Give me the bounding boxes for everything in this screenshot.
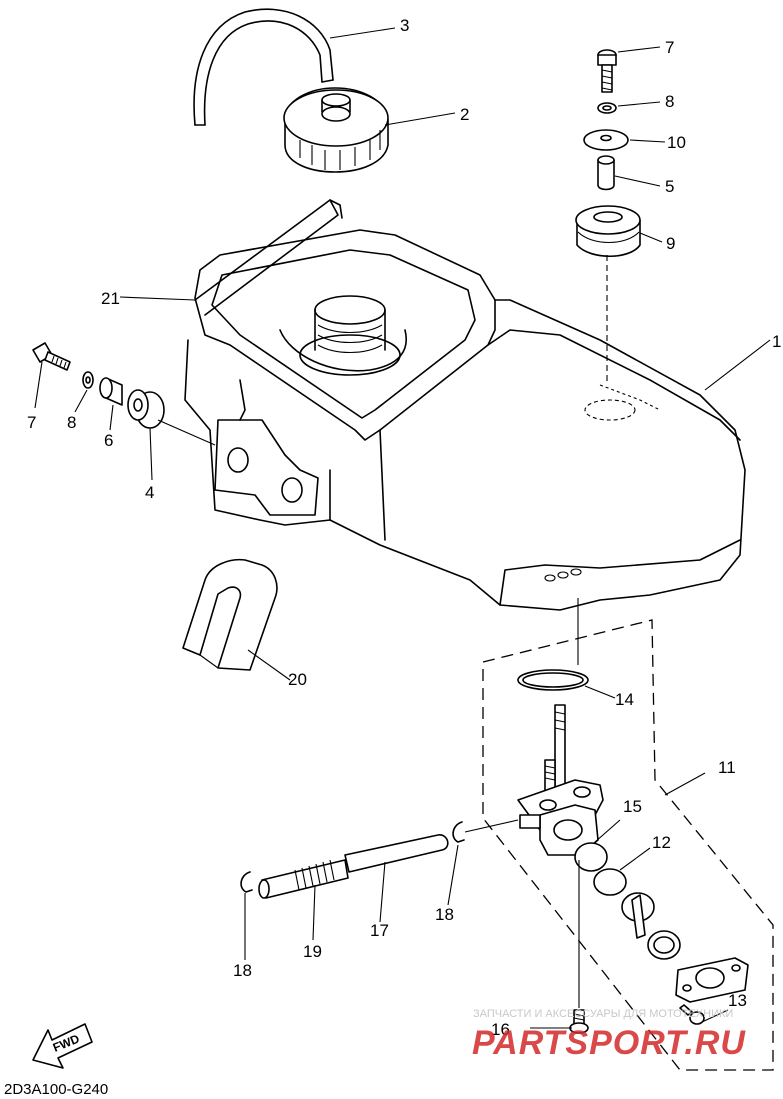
part-14-o-ring: [517, 669, 589, 691]
part-18-clip-right: [452, 821, 465, 843]
fuel-cock-lever: [621, 892, 655, 939]
part-17-fuel-hose: [344, 834, 449, 873]
callout-17: 17: [370, 921, 389, 940]
axis-hose: [464, 819, 519, 833]
callout-11: 11: [718, 758, 736, 777]
part-7-bolt-lower: [32, 342, 71, 371]
part-20-band: [182, 558, 278, 671]
callout-1: 1: [772, 332, 781, 351]
part-5-spacer-upper: [597, 155, 615, 191]
callout-14: 14: [615, 690, 634, 709]
watermark-brand: PARTSPORT.RU: [472, 1024, 746, 1062]
callout-9: 9: [666, 234, 675, 253]
callout-18-right: 18: [435, 905, 454, 924]
part-12-filter-disc: [593, 868, 627, 896]
part-3-breather-hose: [193, 8, 334, 126]
part-6-spacer-lower: [99, 377, 123, 406]
part-16-screw: [569, 1009, 589, 1034]
callout-13: 13: [728, 991, 747, 1010]
watermark: ЗАПЧАСТИ И АКСЕССУАРЫ ДЛЯ МОТОТЕХНИКИ PA…: [472, 1008, 746, 1062]
fuel-cock-plate: [675, 957, 749, 1003]
watermark-caption: ЗАПЧАСТИ И АКСЕССУАРЫ ДЛЯ МОТОТЕХНИКИ: [473, 1008, 733, 1020]
callout-16: 16: [491, 1020, 510, 1039]
callout-8-upper: 8: [665, 92, 674, 111]
leader-lines: [34, 27, 771, 1029]
fuel-cock-wave-washer: [647, 930, 681, 960]
callout-2: 2: [460, 105, 469, 124]
part-11-assembly-boundary: [482, 619, 774, 1071]
part-7-bolt-upper: [597, 49, 617, 93]
part-1-fuel-tank: [184, 229, 746, 611]
callout-10: 10: [667, 133, 686, 152]
callout-21: 21: [101, 289, 120, 308]
part-18-clip-left: [240, 871, 253, 893]
callout-12: 12: [652, 833, 671, 852]
diagram-code: 2D3A100-G240: [4, 1081, 108, 1098]
callout-15: 15: [623, 797, 642, 816]
callout-7-lower: 7: [27, 413, 36, 432]
callout-labels: 3 2 7 8 10 5 9 21 1 7 8 6 4 20 14 11 15 …: [27, 16, 781, 1039]
part-8-washer-lower: [82, 371, 94, 389]
callout-3: 3: [400, 16, 409, 35]
part-19-hose-protector: [258, 859, 349, 899]
part-2-fuel-cap: [283, 87, 389, 173]
part-13-screw: [679, 1004, 705, 1025]
callout-7-upper: 7: [665, 38, 674, 57]
fwd-arrow: FWD: [32, 1023, 93, 1069]
part-9-damper-upper: [575, 205, 641, 257]
mount-axis-left: [157, 419, 216, 446]
part-11-fuel-cock: [517, 704, 604, 856]
part-10-collar: [583, 129, 629, 151]
part-15-gasket: [574, 842, 608, 872]
callout-5: 5: [665, 177, 674, 196]
callout-19: 19: [303, 942, 322, 961]
callout-18-left: 18: [233, 961, 252, 980]
callout-6: 6: [104, 431, 113, 450]
callout-4: 4: [145, 483, 154, 502]
callout-20: 20: [288, 670, 307, 689]
callout-8-lower: 8: [67, 413, 76, 432]
part-4-damper-lower: [127, 389, 165, 429]
part-8-washer-upper: [597, 102, 617, 114]
